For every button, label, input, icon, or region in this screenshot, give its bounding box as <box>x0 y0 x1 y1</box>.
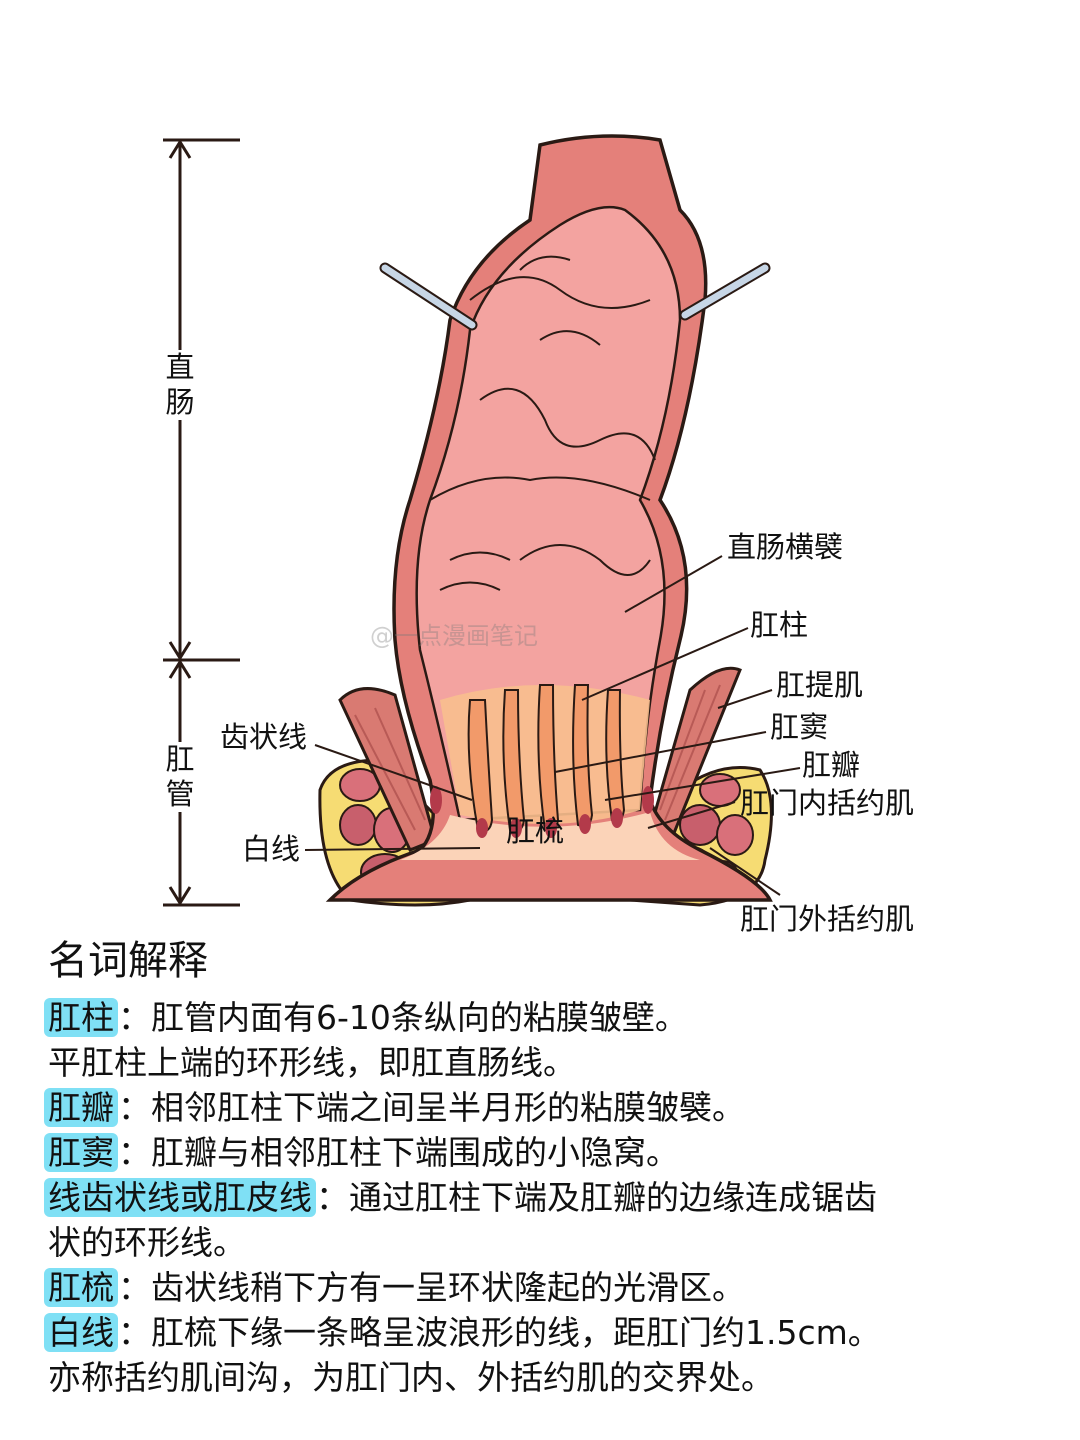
glossary-definition-continued: 平肛柱上端的环形线，即肛直肠线。 <box>48 1043 576 1082</box>
glossary-term: 白线 <box>44 1313 118 1352</box>
glossary-separator: ： <box>118 1088 151 1127</box>
glossary-section: 名词解释 肛柱：肛管内面有6-10条纵向的粘膜皱壁。 平肛柱上端的环形线，即肛直… <box>44 935 1048 1400</box>
label-anal-sinus: 肛窦 <box>770 710 829 744</box>
label-external-sphincter: 肛门外括约肌 <box>740 902 915 936</box>
glossary-term: 肛柱 <box>44 998 118 1037</box>
retractor-right <box>679 262 771 321</box>
glossary-entry: 白线：肛梳下缘一条略呈波浪形的线，距肛门约1.5cm。 亦称括约肌间沟，为肛门内… <box>44 1310 1048 1400</box>
rectum-anal-canal-illustration <box>163 134 801 907</box>
glossary-separator: ： <box>316 1178 349 1217</box>
label-dentate-line: 齿状线 <box>220 720 308 754</box>
glossary-entry: 肛梳：齿状线稍下方有一呈环状隆起的光滑区。 <box>44 1265 1048 1310</box>
glossary-term: 肛窦 <box>44 1133 118 1172</box>
label-anal-valve: 肛瓣 <box>802 748 861 782</box>
leader-lines <box>304 555 801 896</box>
mucosal-folds <box>429 255 656 591</box>
glossary-definition-continued: 亦称括约肌间沟，为肛门内、外括约肌的交界处。 <box>48 1358 774 1397</box>
glossary-entry: 线齿状线或肛皮线：通过肛柱下端及肛瓣的边缘连成锯齿 状的环形线。 <box>44 1175 1048 1265</box>
anatomy-figure: 直肠 肛管 直肠横襞 肛柱 肛提肌 肛窦 肛瓣 肛门内括约肌 肛门外括约肌 齿状… <box>162 134 915 936</box>
glossary-term: 线齿状线或肛皮线 <box>44 1178 316 1217</box>
rectum-scale-label: 直肠 <box>162 350 198 420</box>
glossary-definition-continued: 状的环形线。 <box>48 1223 246 1262</box>
glossary-separator: ： <box>118 1313 151 1352</box>
anal-canal-scale-label: 肛管 <box>162 742 198 812</box>
levator-ani <box>338 666 742 852</box>
watermark: @一点漫画笔记 <box>370 622 538 650</box>
label-pecten: 肛梳 <box>506 814 565 848</box>
glossary-entry: 肛瓣：相邻肛柱下端之间呈半月形的粘膜皱襞。 <box>44 1085 1048 1130</box>
label-transverse-fold: 直肠横襞 <box>727 530 844 564</box>
glossary-definition: 通过肛柱下端及肛瓣的边缘连成锯齿 <box>349 1178 877 1217</box>
glossary-term: 肛梳 <box>44 1268 118 1307</box>
label-levator-ani: 肛提肌 <box>776 668 864 702</box>
label-internal-sphincter: 肛门内括约肌 <box>740 786 915 820</box>
glossary-title: 名词解释 <box>48 938 208 984</box>
glossary-separator: ： <box>118 1268 151 1307</box>
glossary-definition: 相邻肛柱下端之间呈半月形的粘膜皱襞。 <box>151 1088 745 1127</box>
label-anal-column: 肛柱 <box>750 608 809 642</box>
label-white-line: 白线 <box>242 832 301 866</box>
glossary-separator: ： <box>118 1133 151 1172</box>
glossary-term: 肛瓣 <box>44 1088 118 1127</box>
glossary-entry: 肛窦：肛瓣与相邻肛柱下端围成的小隐窝。 <box>44 1130 1048 1175</box>
glossary-definition: 肛梳下缘一条略呈波浪形的线，距肛门约1.5cm。 <box>151 1313 881 1352</box>
glossary-separator: ： <box>118 998 151 1037</box>
glossary-definition: 肛瓣与相邻肛柱下端围成的小隐窝。 <box>151 1133 679 1172</box>
glossary-definition: 齿状线稍下方有一呈环状隆起的光滑区。 <box>151 1268 745 1307</box>
glossary-definition: 肛管内面有6-10条纵向的粘膜皱壁。 <box>151 998 688 1037</box>
retractor-left <box>379 262 478 331</box>
glossary-entry: 肛柱：肛管内面有6-10条纵向的粘膜皱壁。 平肛柱上端的环形线，即肛直肠线。 <box>44 995 1048 1085</box>
